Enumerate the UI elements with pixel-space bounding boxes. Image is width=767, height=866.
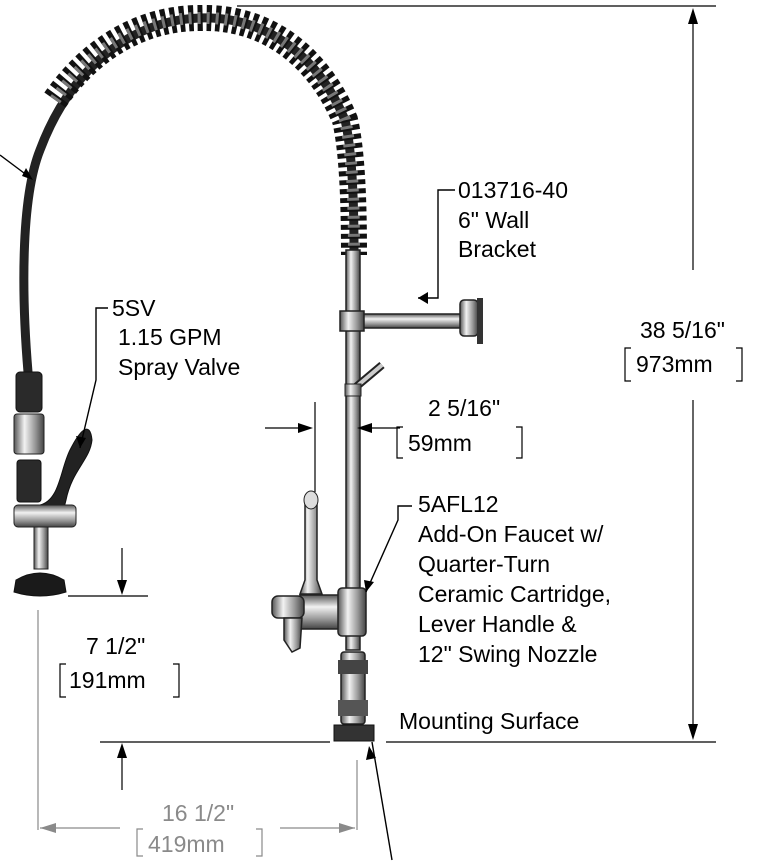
valve-height-metric: 191mm	[69, 667, 146, 693]
wall-bracket-flange	[459, 299, 479, 337]
faucet-desc-5: 12" Swing Nozzle	[418, 641, 598, 667]
faucet-desc-4: Lever Handle &	[418, 611, 577, 637]
spray-head	[13, 572, 67, 597]
wall-bracket-leader	[418, 189, 455, 299]
wall-bracket-plate	[477, 298, 483, 344]
faucet-lever	[271, 595, 305, 619]
spray-valve-desc-1: 1.15 GPM	[118, 324, 222, 350]
wall-bracket-part-number: 013716-40	[458, 177, 568, 203]
mounting-leader	[371, 741, 393, 861]
mounting-surface-label: Mounting Surface	[399, 708, 580, 734]
overall-height-metric: 973mm	[636, 351, 713, 377]
aerator-spout	[283, 617, 303, 653]
faucet-desc-2: Quarter-Turn	[418, 551, 551, 577]
overall-height-imperial: 38 5/16"	[640, 317, 725, 343]
riser-offset-dimension	[265, 402, 400, 492]
wall-bracket-clamp	[339, 310, 365, 332]
faucet-desc-3: Ceramic Cartridge,	[418, 581, 611, 607]
faucet-desc-1: Add-On Faucet w/	[418, 521, 604, 547]
spring-coil	[44, 4, 367, 256]
reach-imperial: 16 1/2"	[162, 800, 235, 826]
faucet-leader	[365, 505, 412, 593]
faucet-tee	[337, 587, 367, 637]
riser-offset-metric: 59mm	[408, 430, 472, 456]
valve-height-imperial: 7 1/2"	[86, 633, 146, 659]
spray-valve-part-number: 5SV	[112, 295, 156, 321]
spray-valve-desc-2: Spray Valve	[118, 354, 241, 380]
reach-metric: 419mm	[148, 831, 225, 857]
swing-nozzle	[298, 499, 324, 595]
spray-valve-body	[13, 504, 77, 528]
spray-valve-leader	[79, 307, 108, 449]
wall-bracket-desc-1: 6" Wall	[458, 207, 530, 233]
riser-offset-imperial: 2 5/16"	[428, 395, 501, 421]
mounting-nut	[333, 724, 375, 742]
valve-height-dimension	[68, 548, 330, 790]
riser-pipe	[345, 249, 361, 651]
spray-valve-handle	[39, 428, 93, 519]
faucet-part-number: 5AFL12	[418, 491, 499, 517]
spray-valve-grip	[15, 371, 43, 413]
wall-bracket-desc-2: Bracket	[458, 236, 536, 262]
overall-height-dimension	[237, 5, 716, 743]
hose-leader	[0, 154, 29, 177]
